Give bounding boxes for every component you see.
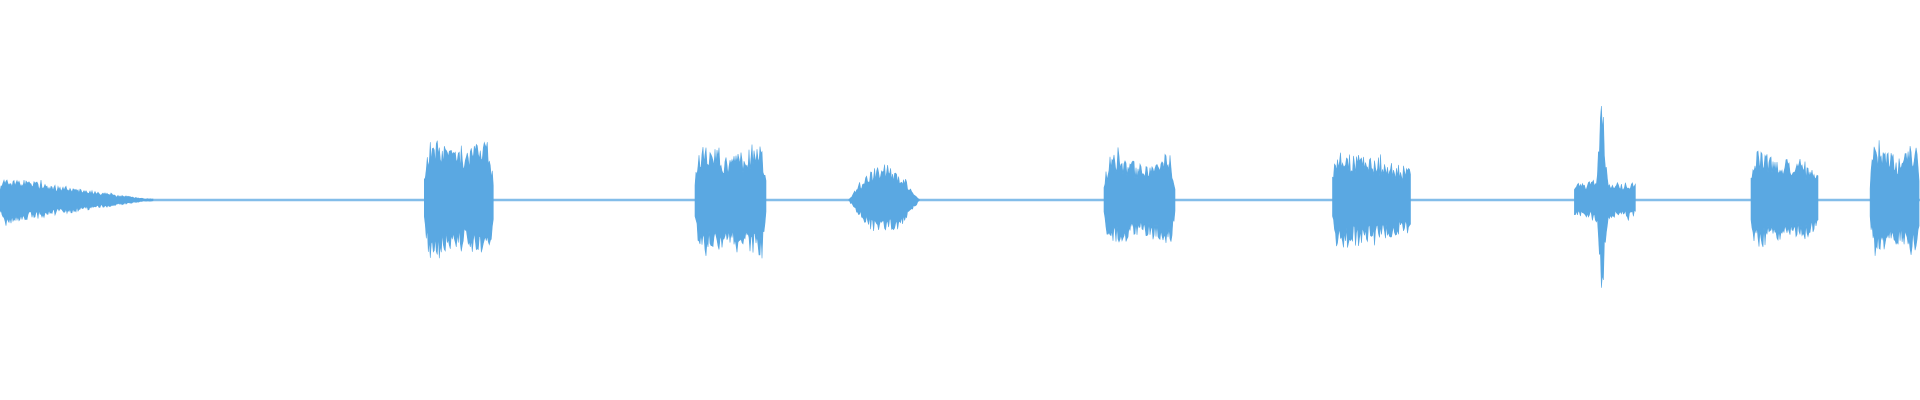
- waveform-burst-8: [1750, 150, 1819, 248]
- waveform-burst-4: [848, 164, 920, 232]
- waveform-burst-1: [0, 179, 154, 226]
- waveform-bursts: [0, 105, 1920, 288]
- waveform-burst-2: [424, 140, 494, 259]
- waveform-burst-7: [1574, 105, 1636, 288]
- waveform-burst-6: [1332, 152, 1411, 248]
- waveform-burst-9: [1869, 140, 1920, 256]
- waveform-burst-5: [1103, 147, 1176, 243]
- waveform-burst-3: [694, 144, 767, 259]
